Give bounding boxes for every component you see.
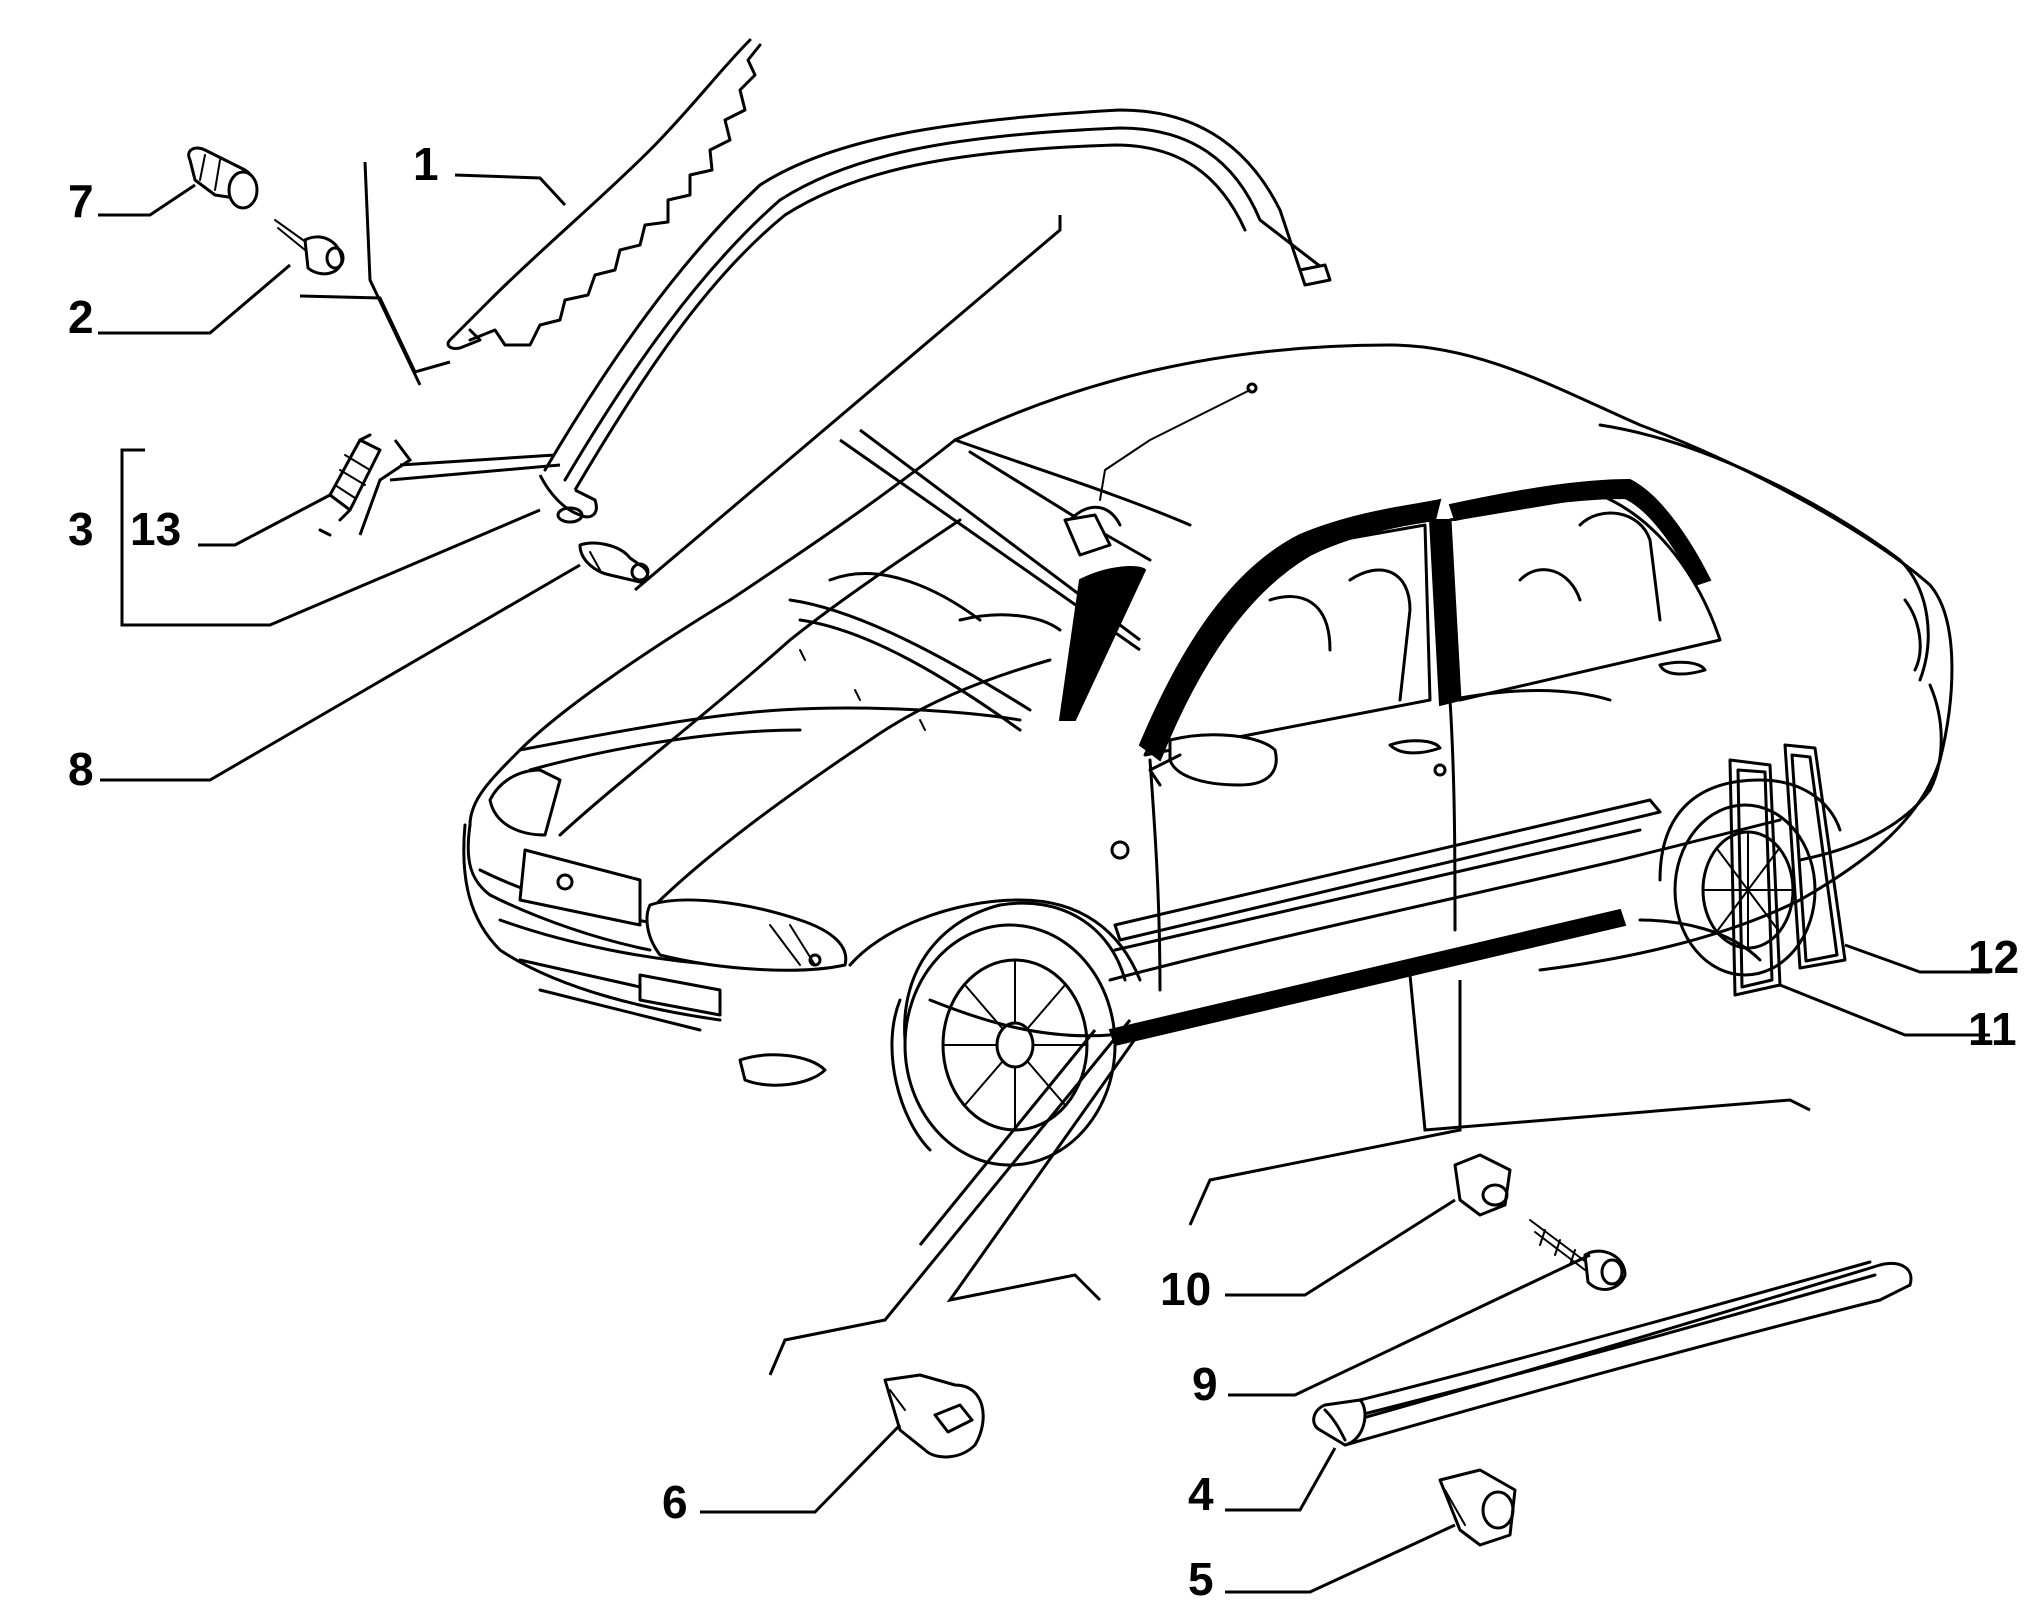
callout-7: 7 xyxy=(68,175,94,227)
part-13-clip xyxy=(318,433,382,537)
callout-11: 11 xyxy=(1968,1003,2017,1055)
part-7-clip xyxy=(187,146,259,210)
callout-2: 2 xyxy=(68,291,94,343)
part-2-screw xyxy=(274,219,345,276)
callout-10: 10 xyxy=(1160,1263,1211,1315)
callout-6: 6 xyxy=(662,1476,688,1528)
part-8-push-pin xyxy=(578,541,650,584)
callout-5: 5 xyxy=(1188,1553,1214,1596)
callout-4: 4 xyxy=(1188,1468,1214,1520)
part-6-clip xyxy=(883,1373,985,1459)
callout-3: 3 xyxy=(68,503,94,555)
callout-labels: 1 2 3 4 5 6 7 8 9 10 11 12 13 xyxy=(68,138,2019,1601)
callout-9: 9 xyxy=(1192,1358,1218,1410)
leader-lines xyxy=(98,161,1990,1594)
part-1-roof-moulding xyxy=(538,108,1332,524)
callout-1: 1 xyxy=(413,138,439,190)
part-serrated-strip xyxy=(446,38,762,350)
car-illustration xyxy=(462,343,1954,1167)
part-5-clip xyxy=(1438,1468,1517,1547)
callout-13: 13 xyxy=(130,503,181,555)
part-10-nut xyxy=(1453,1153,1512,1217)
part-9-screw xyxy=(1529,1219,1627,1291)
callout-12: 12 xyxy=(1968,931,2019,983)
callout-8: 8 xyxy=(68,743,94,795)
part-4-sill-moulding xyxy=(1312,1260,1913,1447)
